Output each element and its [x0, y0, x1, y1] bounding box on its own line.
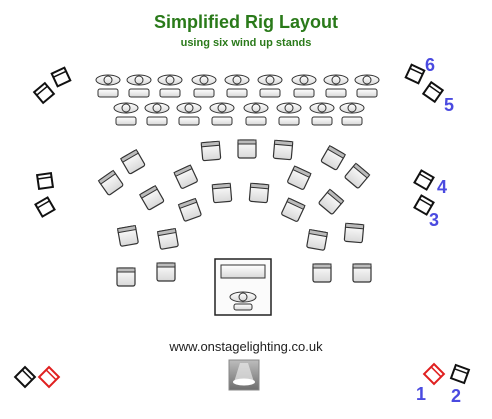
page-subtitle: using six wind up stands — [180, 37, 312, 49]
music-stand-icon — [144, 102, 170, 126]
chair-icon — [237, 139, 257, 159]
chair-icon — [320, 145, 346, 171]
lantern-icon — [50, 66, 72, 88]
chair-icon — [211, 182, 233, 204]
music-stand-icon — [339, 102, 365, 126]
music-stand-icon — [113, 102, 139, 126]
conductor-podium-icon — [214, 258, 272, 316]
music-stand-icon — [276, 102, 302, 126]
chair-icon — [156, 262, 176, 282]
lantern-icon — [32, 81, 56, 105]
music-stand-icon — [157, 74, 183, 98]
lantern-icon — [404, 63, 426, 85]
stand-number-1: 1 — [416, 384, 427, 404]
stand-number-6: 6 — [425, 55, 436, 75]
chair-icon — [352, 263, 372, 283]
stand-number-4: 4 — [437, 177, 448, 197]
lantern-icon — [413, 169, 435, 191]
stand-number-5: 5 — [444, 95, 455, 115]
music-stand-icon — [243, 102, 269, 126]
stand-number-3: 3 — [429, 210, 440, 230]
chair-icon — [116, 224, 139, 247]
chair-icon — [343, 222, 365, 244]
chair-icon — [173, 164, 198, 189]
chair-icon — [116, 267, 136, 287]
chair-icon — [344, 162, 371, 189]
chair-icon — [272, 139, 294, 161]
lantern-icon — [413, 194, 435, 216]
lantern-icon — [422, 362, 446, 386]
chair-icon — [97, 169, 124, 196]
music-stand-icon — [191, 74, 217, 98]
page-title: Simplified Rig Layout — [153, 12, 338, 32]
stand-number-2: 2 — [451, 386, 462, 406]
music-stand-icon — [291, 74, 317, 98]
website-url[interactable]: www.onstagelighting.co.uk — [169, 339, 323, 354]
chair-icon — [248, 182, 270, 204]
lantern-icon — [13, 365, 37, 389]
music-stand-icon — [354, 74, 380, 98]
music-stand-icon — [309, 102, 335, 126]
chair-icon — [156, 227, 179, 250]
lantern-icon — [421, 80, 445, 104]
lantern-icon — [449, 363, 471, 385]
music-stand-icon — [323, 74, 349, 98]
chair-icon — [306, 228, 329, 251]
lantern-icon — [37, 365, 61, 389]
chair-icon — [318, 188, 345, 215]
music-stand-icon — [176, 102, 202, 126]
chair-icon — [139, 185, 165, 211]
music-stand-icon — [224, 74, 250, 98]
music-stand-icon — [257, 74, 283, 98]
chair-icon — [281, 197, 306, 222]
chair-icon — [120, 149, 146, 175]
chair-icon — [177, 197, 202, 222]
music-stand-icon — [209, 102, 235, 126]
lantern-icon — [34, 196, 56, 218]
music-stand-icon — [126, 74, 152, 98]
spotlight-logo-icon — [228, 359, 260, 391]
chair-icon — [287, 165, 312, 190]
music-stand-icon — [95, 74, 121, 98]
chair-icon — [200, 140, 222, 162]
lantern-icon — [35, 171, 55, 191]
chair-icon — [312, 263, 332, 283]
